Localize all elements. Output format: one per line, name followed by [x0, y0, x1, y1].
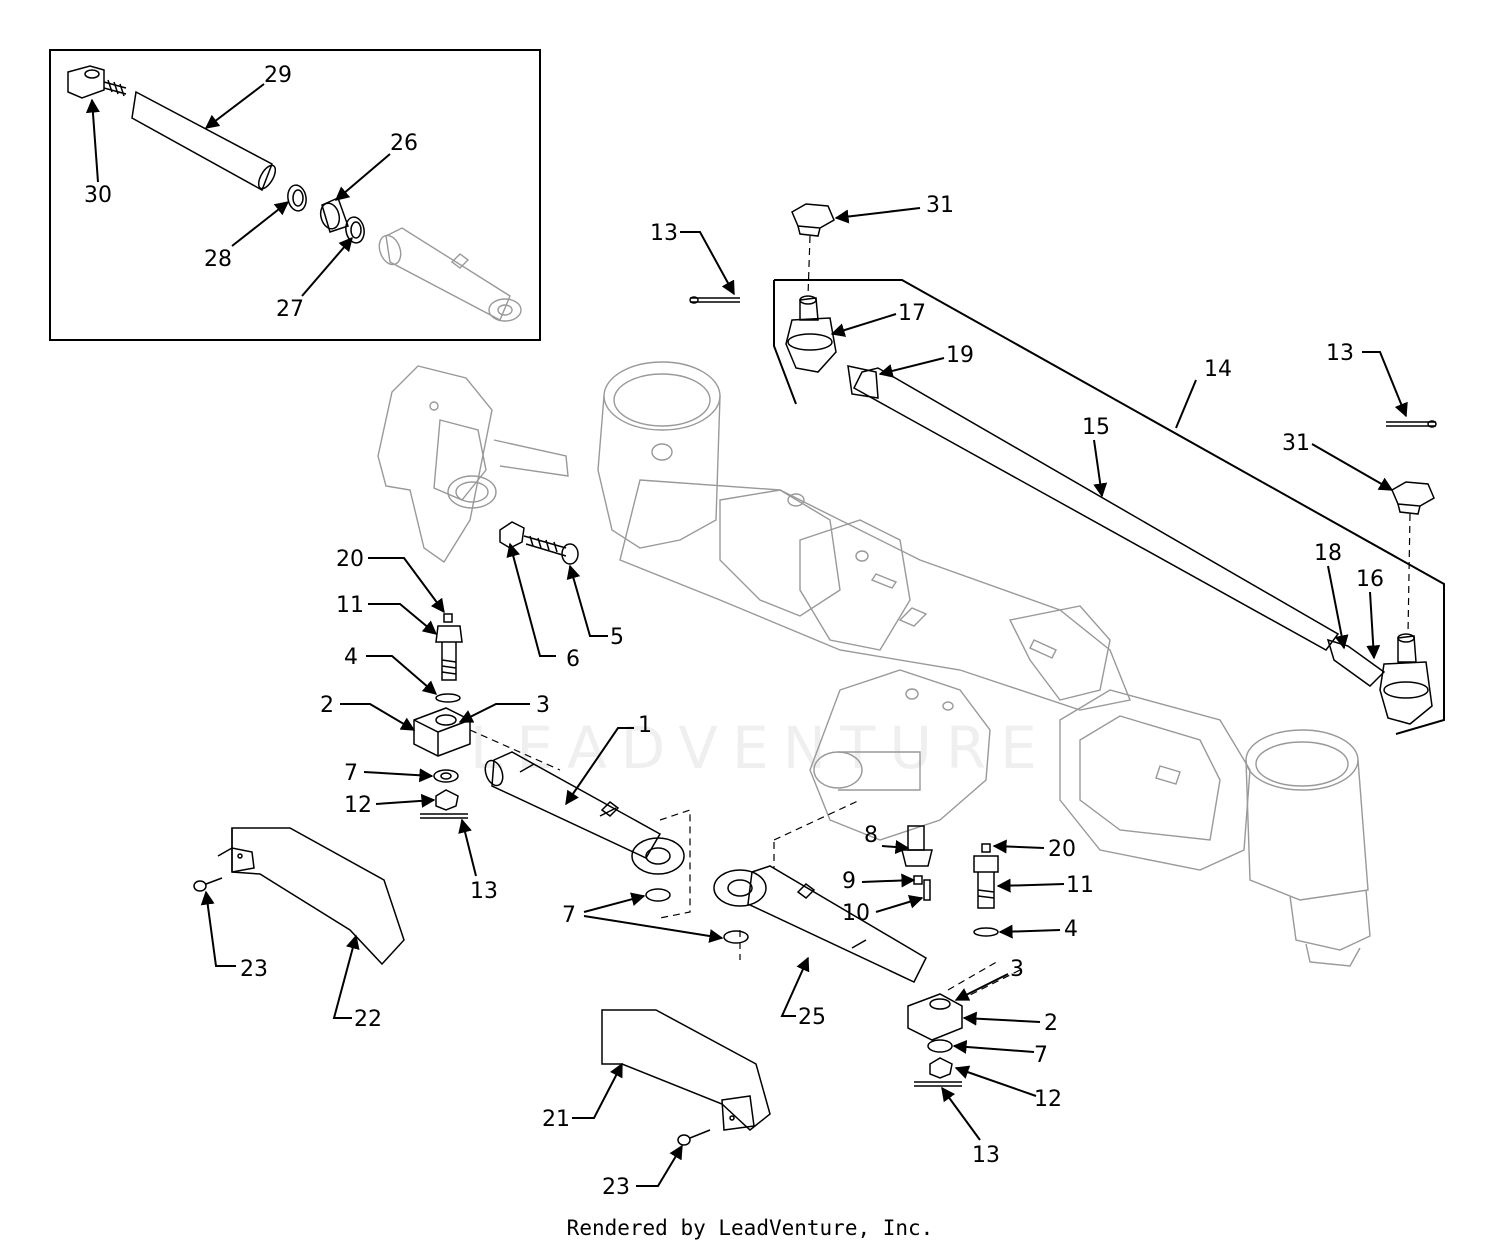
callout-13-right: 13: [1326, 341, 1354, 366]
part-31-castle-nut-right: [1391, 481, 1435, 515]
part-23-screw-lower: [677, 1129, 711, 1146]
part-6-nut: [499, 521, 525, 549]
part-11-pin-right: [973, 855, 999, 909]
part-17-tie-rod-end: [785, 295, 837, 373]
footer-credit: Rendered by LeadVenture, Inc.: [566, 1216, 934, 1240]
callout-25: 25: [798, 1005, 826, 1030]
callout-11-left: 11: [336, 593, 364, 618]
callout-18: 18: [1314, 541, 1342, 566]
part-22-shield: [217, 827, 405, 966]
dash-31-17: [807, 235, 811, 297]
part-27-ring: [345, 216, 365, 244]
callout-6: 6: [566, 647, 580, 672]
part-7-washer-lower-2: [723, 930, 749, 944]
callout-8: 8: [864, 823, 878, 848]
part-12-nut-right: [929, 1057, 953, 1079]
callout-16: 16: [1356, 567, 1384, 592]
part-13-cotter-pin-top: [689, 296, 740, 304]
callout-19: 19: [946, 343, 974, 368]
part-1-cylinder: [484, 751, 685, 875]
callout-12-left: 12: [344, 793, 372, 818]
part-26-bushing: [319, 196, 349, 233]
callout-3-left: 3: [536, 693, 550, 718]
callout-15: 15: [1082, 415, 1110, 440]
callout-2-right: 2: [1044, 1011, 1058, 1036]
callout-10: 10: [842, 901, 870, 926]
part-31-castle-nut-left: [791, 203, 835, 237]
part-29-tube: [131, 90, 277, 192]
callout-7-left: 7: [344, 761, 358, 786]
part-13-cotter-pin-right: [1386, 420, 1437, 428]
callout-12-right: 12: [1034, 1087, 1062, 1112]
callout-20-left: 20: [336, 547, 364, 572]
callout-31-top: 31: [926, 193, 954, 218]
alignment-lines: [469, 729, 1021, 1001]
callout-7-pair: 7: [562, 903, 576, 928]
callout-26: 26: [390, 131, 418, 156]
callout-7-right: 7: [1034, 1043, 1048, 1068]
callout-13-top: 13: [650, 221, 678, 246]
inset-detail: [49, 49, 541, 341]
part-28-ring: [287, 184, 307, 212]
inset-frame: [49, 49, 541, 341]
callout-28: 28: [204, 247, 232, 272]
part-13-cotter-pin-right-lower: [914, 1081, 962, 1087]
axle-housing-ghost: [377, 361, 1371, 967]
callout-23-left: 23: [240, 957, 268, 982]
part-25-cylinder: [713, 865, 927, 983]
callout-11-right: 11: [1066, 873, 1094, 898]
part-8-pin: [901, 825, 933, 867]
callout-22: 22: [354, 1007, 382, 1032]
part-23-screw-left: [193, 877, 223, 892]
callout-13-lower: 13: [972, 1143, 1000, 1168]
part-20-grease-fitting-right: [981, 843, 991, 853]
callout-29: 29: [264, 63, 292, 88]
part-10-bolt: [923, 879, 931, 901]
part-21-shield: [601, 1009, 771, 1131]
part-20-grease-fitting-left: [443, 613, 453, 623]
callout-27: 27: [276, 297, 304, 322]
dash-31-16: [1407, 513, 1411, 635]
callout-labels: 29 30 26 28 27 13 31 17 19 14 13 15 31 1…: [84, 63, 1384, 1200]
part-9-screw: [913, 875, 923, 885]
part-7-washer-lower-1: [645, 888, 671, 902]
callout-1: 1: [638, 713, 652, 738]
callout-3-right: 3: [1010, 957, 1024, 982]
callout-17: 17: [898, 301, 926, 326]
part-4-ring-left: [435, 693, 461, 703]
callout-21: 21: [542, 1107, 570, 1132]
callout-23-lower: 23: [602, 1175, 630, 1200]
part-7-washer-left: [433, 769, 459, 783]
part-4-ring-right: [973, 927, 999, 937]
part-2-block-right: [907, 993, 963, 1041]
part-11-pin-left: [435, 625, 463, 681]
part-2-block-left: [413, 707, 471, 757]
callout-4-right: 4: [1064, 917, 1078, 942]
part-13-cotter-pin-left: [420, 813, 468, 819]
part-5-bolt: [523, 535, 579, 565]
inset-cylinder-ghost: [378, 227, 522, 322]
callout-4-left: 4: [344, 645, 358, 670]
part-7-washer-right: [927, 1039, 953, 1053]
watermark-text: LEADVENTURE: [470, 714, 1051, 782]
callout-20-right: 20: [1048, 837, 1076, 862]
callout-30: 30: [84, 183, 112, 208]
part-15-tie-rod: [847, 365, 1386, 687]
part-12-nut-left: [435, 789, 459, 811]
callout-14: 14: [1204, 357, 1232, 382]
callout-2-left: 2: [320, 693, 334, 718]
part-30-block: [67, 65, 127, 99]
part-16-tie-rod-end: [1379, 633, 1433, 725]
callout-31-right: 31: [1282, 431, 1310, 456]
callout-9: 9: [842, 869, 856, 894]
leader-lines: [85, 83, 1408, 1187]
tie-rod-assembly-frame: [773, 279, 1445, 735]
callout-5: 5: [610, 625, 624, 650]
callout-13-left: 13: [470, 879, 498, 904]
